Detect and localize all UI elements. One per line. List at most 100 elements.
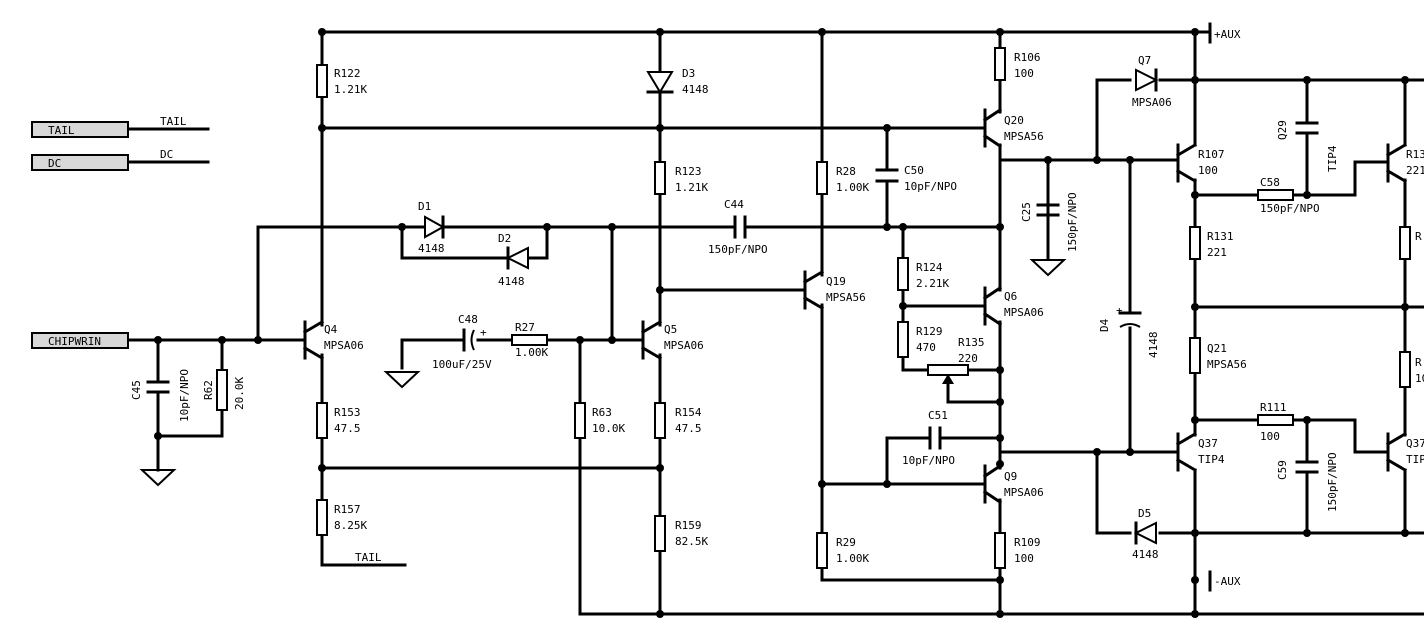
svg-text:TIP4: TIP4 <box>1326 145 1339 172</box>
svg-text:-AUX: -AUX <box>1214 575 1241 588</box>
diode-D3[interactable]: D3 4148 <box>646 67 709 96</box>
svg-text:R111: R111 <box>1260 401 1287 414</box>
svg-text:C48: C48 <box>458 313 478 326</box>
svg-text:MPSA56: MPSA56 <box>1207 358 1247 371</box>
resistor-R122[interactable]: R122 1.21K <box>316 64 367 98</box>
resistor-R107[interactable]: C58 150pF/NPO <box>1257 176 1320 215</box>
svg-text:4148: 4148 <box>1132 548 1159 561</box>
capacitor-C50[interactable]: C50 10pF/NPO <box>875 164 957 193</box>
resistor-R28[interactable]: R28 1.00K <box>816 161 869 195</box>
transistor-Q29[interactable]: R130 221 <box>1385 142 1424 184</box>
resistor-R29[interactable]: R29 1.00K <box>816 532 869 569</box>
wires <box>126 30 1424 616</box>
diode-D2[interactable]: D2 4148 <box>498 232 529 288</box>
resistor-R62[interactable]: R62 20.0K <box>202 369 246 411</box>
transistor-Q4[interactable]: Q4 MPSA06 <box>302 319 364 361</box>
svg-text:R27: R27 <box>515 321 535 334</box>
svg-text:R109: R109 <box>1014 536 1041 549</box>
svg-text:470: 470 <box>916 341 936 354</box>
svg-text:+AUX: +AUX <box>1214 28 1241 41</box>
transistor-Q19[interactable]: Q19 MPSA56 <box>802 269 866 311</box>
svg-text:C25: C25 <box>1020 202 1033 222</box>
diode-D1[interactable]: D1 4148 <box>418 200 446 255</box>
resistor-R130[interactable]: R131 221 <box>1189 226 1234 260</box>
svg-text:1.21K: 1.21K <box>675 181 708 194</box>
ground-symbol <box>139 469 177 487</box>
ground-symbol <box>1029 259 1067 277</box>
svg-text:MPSA56: MPSA56 <box>826 291 866 304</box>
transistor-Q37[interactable]: Q37 TIP4 <box>1385 431 1424 473</box>
resistor-R157[interactable]: R157 8.25K <box>316 499 367 536</box>
svg-text:D4: D4 <box>1098 318 1111 332</box>
svg-text:Q4: Q4 <box>324 323 338 336</box>
port-dc[interactable]: DC <box>31 154 129 171</box>
svg-text:TIP4: TIP4 <box>1406 453 1424 466</box>
svg-text:10.0K: 10.0K <box>592 422 625 435</box>
port-tail[interactable]: TAIL <box>31 121 129 138</box>
svg-text:10: 10 <box>1415 372 1424 385</box>
svg-text:220: 220 <box>958 352 978 365</box>
capacitor-C59[interactable]: C59 150pF/NPO <box>1276 452 1339 512</box>
capacitor-C44[interactable]: C44 150pF/NPO <box>708 198 768 256</box>
port-chipwrin[interactable]: CHIPWRIN <box>31 332 129 349</box>
resistor-R153[interactable]: R153 47.5 <box>316 402 361 439</box>
svg-text:10pF/NPO: 10pF/NPO <box>904 180 957 193</box>
svg-text:82.5K: 82.5K <box>675 535 708 548</box>
diode-D4[interactable]: Q7 MPSA06 <box>1132 54 1172 109</box>
resistor-R111[interactable]: R111 100 <box>1257 401 1294 443</box>
svg-text:Q7: Q7 <box>1138 54 1151 67</box>
transistor-Q7[interactable]: R107 100 <box>1175 142 1225 184</box>
transistor-Q9[interactable]: Q9 MPSA06 <box>982 463 1044 505</box>
svg-text:4148: 4148 <box>1147 332 1160 359</box>
svg-text:10pF/NPO: 10pF/NPO <box>902 454 955 467</box>
resistor-R129[interactable]: R129 470 <box>897 321 943 358</box>
capacitor-C45[interactable]: C45 10pF/NPO <box>130 369 191 422</box>
resistor-R131[interactable]: Q21 MPSA56 <box>1189 337 1247 374</box>
transistor-Q6[interactable]: Q6 MPSA06 <box>982 285 1044 327</box>
svg-text:D3: D3 <box>682 67 695 80</box>
resistor-Rright2[interactable]: R 10 <box>1399 351 1424 388</box>
net-label-tail-top: TAIL <box>160 115 187 128</box>
resistor-R159[interactable]: R159 82.5K <box>654 515 708 552</box>
port-chipwrin-label: CHIPWRIN <box>48 335 101 348</box>
transistor-Q5[interactable]: Q5 MPSA06 <box>640 319 704 361</box>
transistor-Q20[interactable]: Q20 MPSA56 <box>982 107 1044 149</box>
svg-text:R63: R63 <box>592 406 612 419</box>
potentiometer-R135[interactable]: R135 220 <box>927 336 985 394</box>
svg-text:R107: R107 <box>1198 148 1225 161</box>
svg-text:R157: R157 <box>334 503 361 516</box>
svg-text:C44: C44 <box>724 198 744 211</box>
ground-symbol <box>383 371 421 389</box>
svg-text:R124: R124 <box>916 261 943 274</box>
capacitor-C25[interactable]: C25 150pF/NPO <box>1020 158 1079 260</box>
port-tail-label: TAIL <box>48 124 75 137</box>
net-label-tail-bottom: TAIL <box>355 551 382 564</box>
svg-text:C50: C50 <box>904 164 924 177</box>
capacitor-C48[interactable]: + C48 100uF/25V <box>432 313 492 371</box>
svg-text:R123: R123 <box>675 165 702 178</box>
resistor-R123[interactable]: R123 1.21K <box>654 161 708 195</box>
capacitor-C58[interactable]: Q29 TIP4 <box>1276 120 1339 172</box>
capacitor-C51[interactable]: C51 10pF/NPO <box>902 409 955 467</box>
transistor-Q21[interactable]: Q37 TIP4 <box>1175 431 1225 473</box>
svg-text:1.00K: 1.00K <box>836 552 869 565</box>
resistor-R106[interactable]: R106 100 <box>994 47 1041 81</box>
resistor-R124[interactable]: R124 2.21K <box>897 257 949 291</box>
svg-text:MPSA06: MPSA06 <box>1132 96 1172 109</box>
resistor-Rright1[interactable]: R <box>1399 226 1422 260</box>
svg-text:Q37: Q37 <box>1198 437 1218 450</box>
resistor-R63[interactable]: R63 10.0K <box>574 402 625 439</box>
svg-text:C45: C45 <box>130 380 143 400</box>
svg-text:MPSA06: MPSA06 <box>664 339 704 352</box>
resistor-R154[interactable]: R154 47.5 <box>654 402 702 439</box>
svg-text:Q5: Q5 <box>664 323 677 336</box>
svg-text:100uF/25V: 100uF/25V <box>432 358 492 371</box>
capacitor-C54[interactable]: + D4 4148 <box>1098 304 1160 358</box>
resistor-R27[interactable]: R27 1.00K <box>511 321 548 359</box>
svg-text:150pF/NPO: 150pF/NPO <box>1326 452 1339 512</box>
svg-text:4148: 4148 <box>498 275 525 288</box>
net-label-aux-neg: -AUX <box>1208 570 1241 592</box>
resistor-R109[interactable]: R109 100 <box>994 532 1041 569</box>
diode-D5[interactable]: D5 4148 <box>1132 507 1159 561</box>
